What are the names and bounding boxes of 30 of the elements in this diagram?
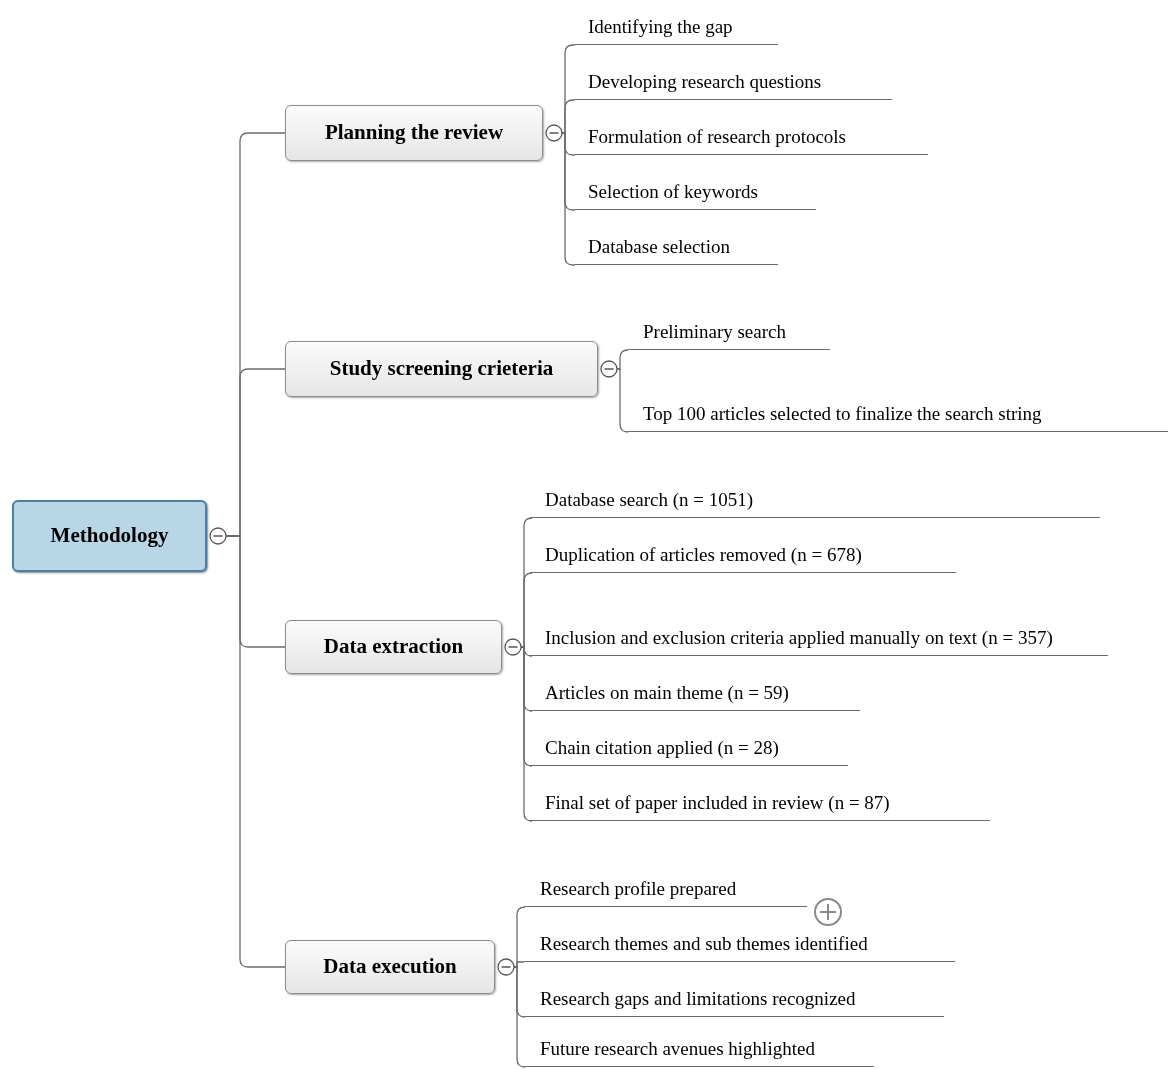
subtopic-item: Research themes and sub themes identified [524, 930, 955, 962]
subtopic-item: Articles on main theme (n = 59) [530, 679, 860, 711]
subtopic-item: Developing research questions [575, 68, 892, 100]
connector-line [513, 961, 525, 968]
subtopic-item: Research profile prepared [524, 875, 807, 907]
connector-line [616, 368, 629, 433]
subtopic-item: Formulation of research protocols [575, 123, 928, 155]
connector-line [520, 646, 533, 822]
connector-line [513, 966, 526, 1068]
subtopic-item: Duplication of articles removed (n = 678) [530, 541, 956, 573]
topic-box: Study screening crieteria [285, 341, 598, 397]
subtopic-item: Chain citation applied (n = 28) [530, 734, 848, 766]
subtopic-item: Selection of keywords [575, 178, 816, 210]
connector-line [616, 349, 629, 370]
subtopic-item: Database search (n = 1051) [530, 486, 1100, 518]
subtopic-item: Research gaps and limitations recognized [524, 985, 944, 1017]
subtopic-item: Database selection [575, 233, 778, 265]
topic-box: Data execution [285, 940, 495, 994]
connector-line [561, 99, 576, 134]
connector-line [520, 572, 533, 648]
subtopic-item: Top 100 articles selected to finalize the search string [628, 362, 1168, 432]
topic-box: Data extraction [285, 620, 502, 674]
subtopic-item: Inclusion and exclusion criteria applied manually on text (n = 357) [530, 586, 1108, 656]
subtopic-item: Preliminary search [628, 318, 830, 350]
connector-line [561, 132, 576, 266]
subtopic-item: Final set of paper included in review (n = 87) [530, 789, 990, 821]
topic-box: Planning the review [285, 105, 543, 161]
subtopic-item: Future research avenues highlighted [524, 1035, 874, 1067]
subtopic-item: Identifying the gap [575, 13, 778, 45]
root-topic-box: Methodology [12, 500, 207, 572]
